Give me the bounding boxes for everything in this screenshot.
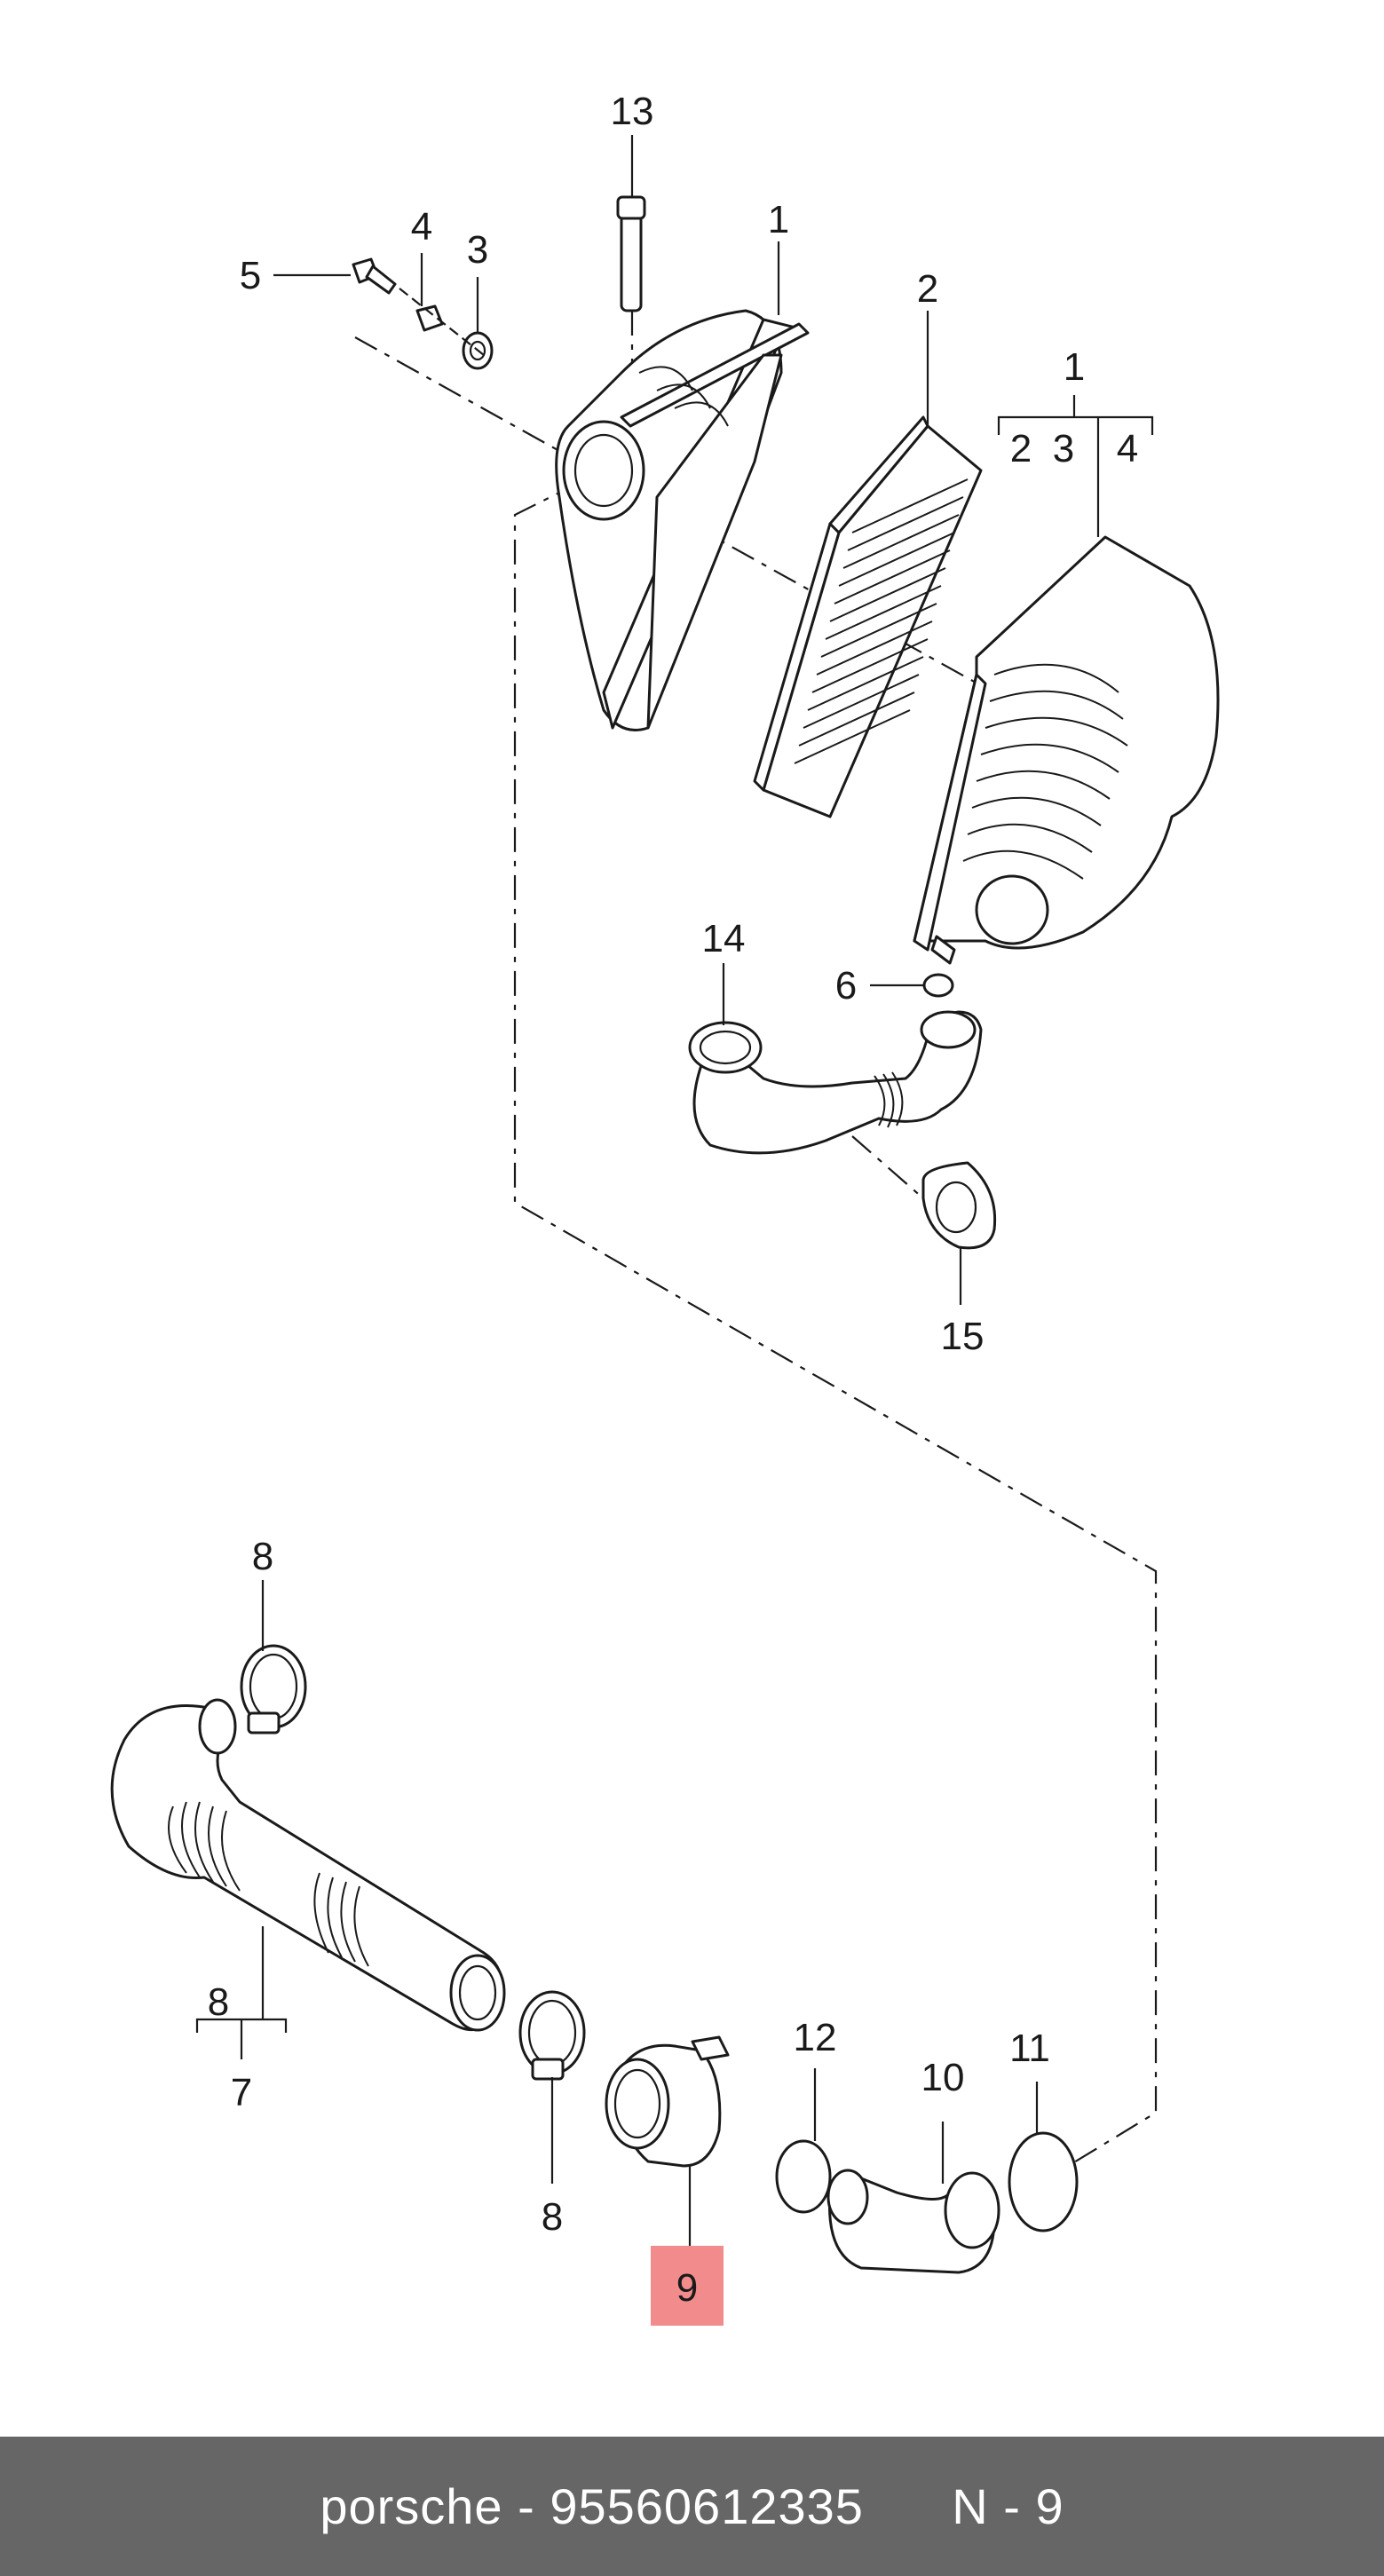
callout-12: 12 [794,2016,837,2059]
callout-2: 2 [917,267,938,311]
assembly-dash-line [513,461,1158,2171]
intake-duct [688,1010,983,1155]
callout-4: 4 [411,205,432,249]
callout-5: 5 [240,254,261,297]
guide-pin [616,195,646,312]
seal-ring [921,1161,997,1250]
callout-11: 11 [1009,2027,1050,2070]
callout-13: 13 [611,90,654,133]
callout-9: 9 [676,2266,698,2310]
callout-3: 3 [467,228,488,272]
o-ring [775,2139,832,2214]
grommet-small [922,973,954,998]
callout-2-group: 2 [1010,427,1032,470]
footer-bar: porsche - 95560612335 N - 9 [0,2437,1384,2576]
hose-clamp-upper [240,1644,307,1734]
screw [352,257,397,295]
callout-1-cover: 1 [768,198,789,241]
air-filter-housing-lower [913,535,1220,965]
spacer-sleeve [415,304,444,332]
callout-10: 10 [921,2056,965,2099]
assembly-line-top [354,336,986,689]
air-hose [110,1698,506,2032]
callout-15: 15 [941,1315,985,1358]
parts-diagram: 13 1 4 3 5 2 1 2 3 4 14 6 15 8 8 7 8 9 1… [110,90,1220,2326]
callout-3-group: 3 [1053,427,1074,470]
assembly-line-clamp [851,1135,924,1199]
callout-8-group: 8 [208,1980,229,2024]
air-filter-element [753,415,983,818]
callout-8-top: 8 [252,1535,273,1578]
callout-6: 6 [835,964,857,1007]
callout-4-group: 4 [1117,427,1138,470]
footer-caption: porsche - 95560612335 N - 9 [320,2478,1064,2534]
elbow-connector [826,2169,1000,2274]
air-filter-housing-cover [555,309,810,731]
callout-8-bottom: 8 [542,2195,563,2239]
callout-9-highlight [651,2246,724,2326]
hose-clamp-lower [518,1990,586,2081]
mass-air-flow-sensor [605,2035,730,2168]
callout-14: 14 [702,917,746,960]
gasket-ring [1008,2131,1079,2232]
callout-7: 7 [231,2071,252,2114]
callout-1-group: 1 [1064,345,1085,389]
